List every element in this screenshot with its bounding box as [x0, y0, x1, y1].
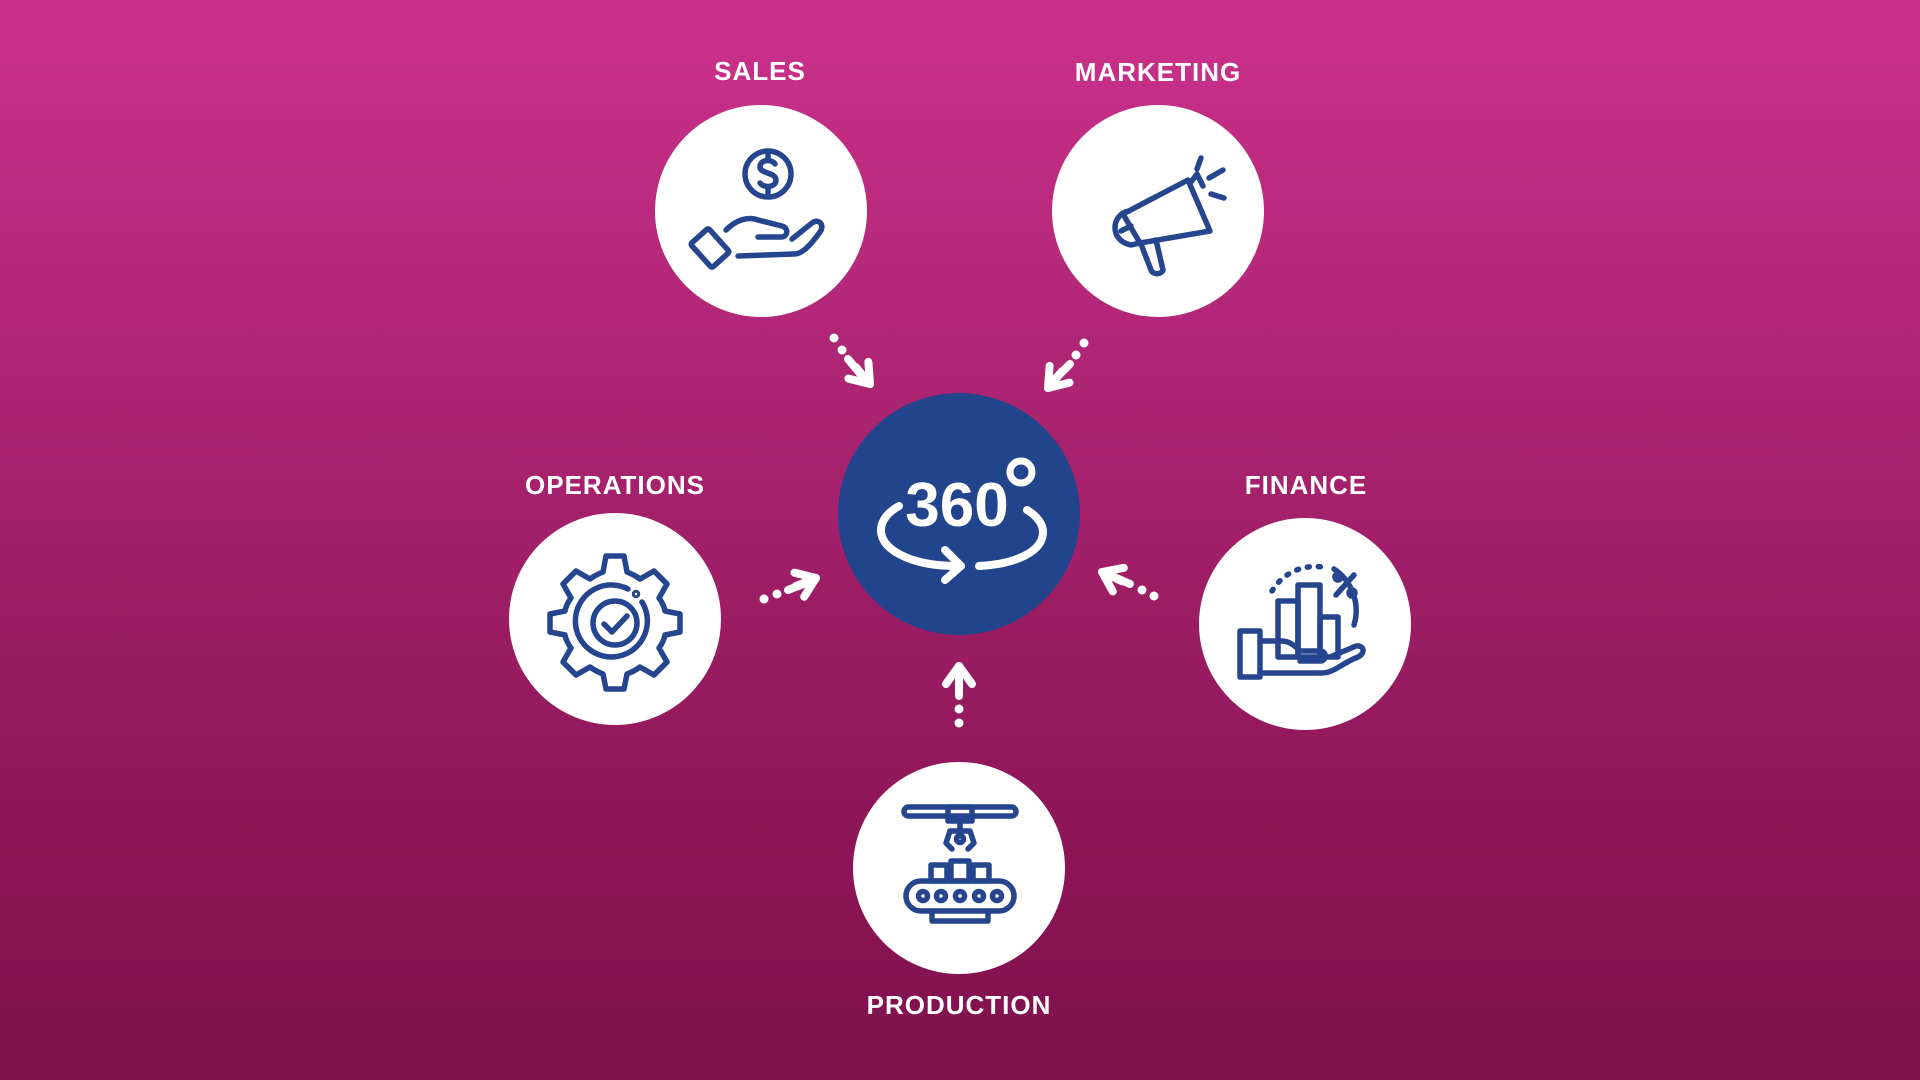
- megaphone-icon: [1112, 155, 1227, 277]
- label-production: PRODUCTION: [866, 990, 1052, 1020]
- label-operations: OPERATIONS: [525, 470, 705, 500]
- node-marketing: [1052, 105, 1264, 317]
- gear-check-icon: [547, 553, 683, 692]
- node-sales: [655, 105, 867, 317]
- label-finance: FINANCE: [1244, 470, 1368, 500]
- node-operations: [509, 513, 721, 725]
- 360-degree-icon: 360: [877, 457, 1048, 584]
- arrow-sales-to-center: [829, 333, 880, 393]
- hand-bar-chart-percent-icon: [1237, 563, 1366, 680]
- factory-conveyor-icon: [901, 804, 1019, 924]
- node-finance: [1199, 518, 1411, 730]
- arrow-operations-to-center: [759, 566, 821, 604]
- label-sales: SALES: [714, 56, 806, 86]
- arrow-finance-to-center: [1097, 560, 1159, 601]
- node-production: [853, 762, 1065, 974]
- hand-dollar-icon: [688, 148, 825, 270]
- center-360-text: 360: [905, 471, 1008, 540]
- center-hub: 360: [838, 393, 1080, 635]
- label-marketing: MARKETING: [1074, 57, 1242, 87]
- arrow-marketing-to-center: [1038, 338, 1089, 397]
- arrow-production-to-center: [946, 666, 972, 728]
